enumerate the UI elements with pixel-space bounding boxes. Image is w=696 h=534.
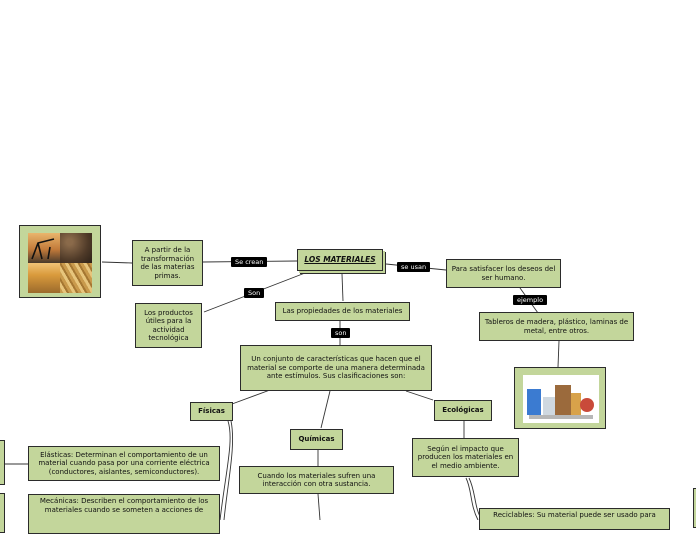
link-fisicas-branch <box>219 420 231 520</box>
label-son: Son <box>244 288 265 298</box>
node-impacto-ambiente[interactable]: Según el impacto que producen los materi… <box>412 438 519 477</box>
connector-lines <box>4 260 560 520</box>
node-ecologicas[interactable]: Ecológicas <box>434 400 492 421</box>
node-conjunto-caracteristicas[interactable]: Un conjunto de características que hacen… <box>240 345 432 391</box>
link-image-transform <box>101 261 133 264</box>
link-tableros-image <box>557 340 560 368</box>
node-electricas[interactable]: Elásticas: Determinan el comportamiento … <box>28 446 220 481</box>
raw-materials-image-node[interactable] <box>19 225 101 298</box>
raw-materials-photo-icon <box>28 233 92 293</box>
link-impacto-reciclables <box>465 477 479 520</box>
link-title-propiedades <box>341 273 344 302</box>
node-reciclables[interactable]: Reciclables: Su material puede ser usado… <box>479 508 670 530</box>
link-sufren-down <box>317 493 321 520</box>
link-conjunto-quimicas <box>320 390 331 429</box>
label-son-2: son <box>331 328 351 338</box>
node-quimicas[interactable]: Químicas <box>290 429 343 450</box>
wheat-stalks-photo <box>60 263 92 293</box>
node-transformacion[interactable]: A partir de la transformación de las mat… <box>132 240 203 286</box>
materials-products-photo-icon <box>523 375 599 423</box>
node-interaccion-sustancia[interactable]: Cuando los materiales sufren una interac… <box>239 466 394 494</box>
link-conjunto-fisicas <box>231 389 271 405</box>
node-fisicas[interactable]: Físicas <box>190 402 233 421</box>
node-edge-left-1[interactable] <box>0 440 5 485</box>
materials-products-image-node[interactable] <box>514 367 606 429</box>
wheat-field-photo <box>28 263 60 293</box>
node-edge-left-2[interactable] <box>0 493 5 533</box>
node-los-materiales[interactable]: LOS MATERIALES <box>297 249 383 271</box>
mind-map-canvas: A partir de la transformación de las mat… <box>0 225 696 534</box>
label-ejemplo: ejemplo <box>513 295 548 305</box>
node-mecanicas[interactable]: Mecánicas: Describen el comportamiento d… <box>28 494 220 534</box>
node-propiedades[interactable]: Las propiedades de los materiales <box>275 302 410 321</box>
grain-photo <box>60 233 92 263</box>
label-se-crean: Se crean <box>231 257 268 267</box>
node-tableros[interactable]: Tableros de madera, plástico, laminas de… <box>479 312 634 341</box>
link-fisicas-branch-2 <box>223 420 233 520</box>
node-productos[interactable]: Los productos útiles para la actividad t… <box>135 303 202 348</box>
node-satisfacer-deseos[interactable]: Para satisfacer los deseos del ser human… <box>446 259 561 288</box>
label-se-usan: se usan <box>397 262 431 272</box>
oil-pump-photo <box>28 233 60 263</box>
link-conjunto-ecologicas <box>405 390 434 401</box>
